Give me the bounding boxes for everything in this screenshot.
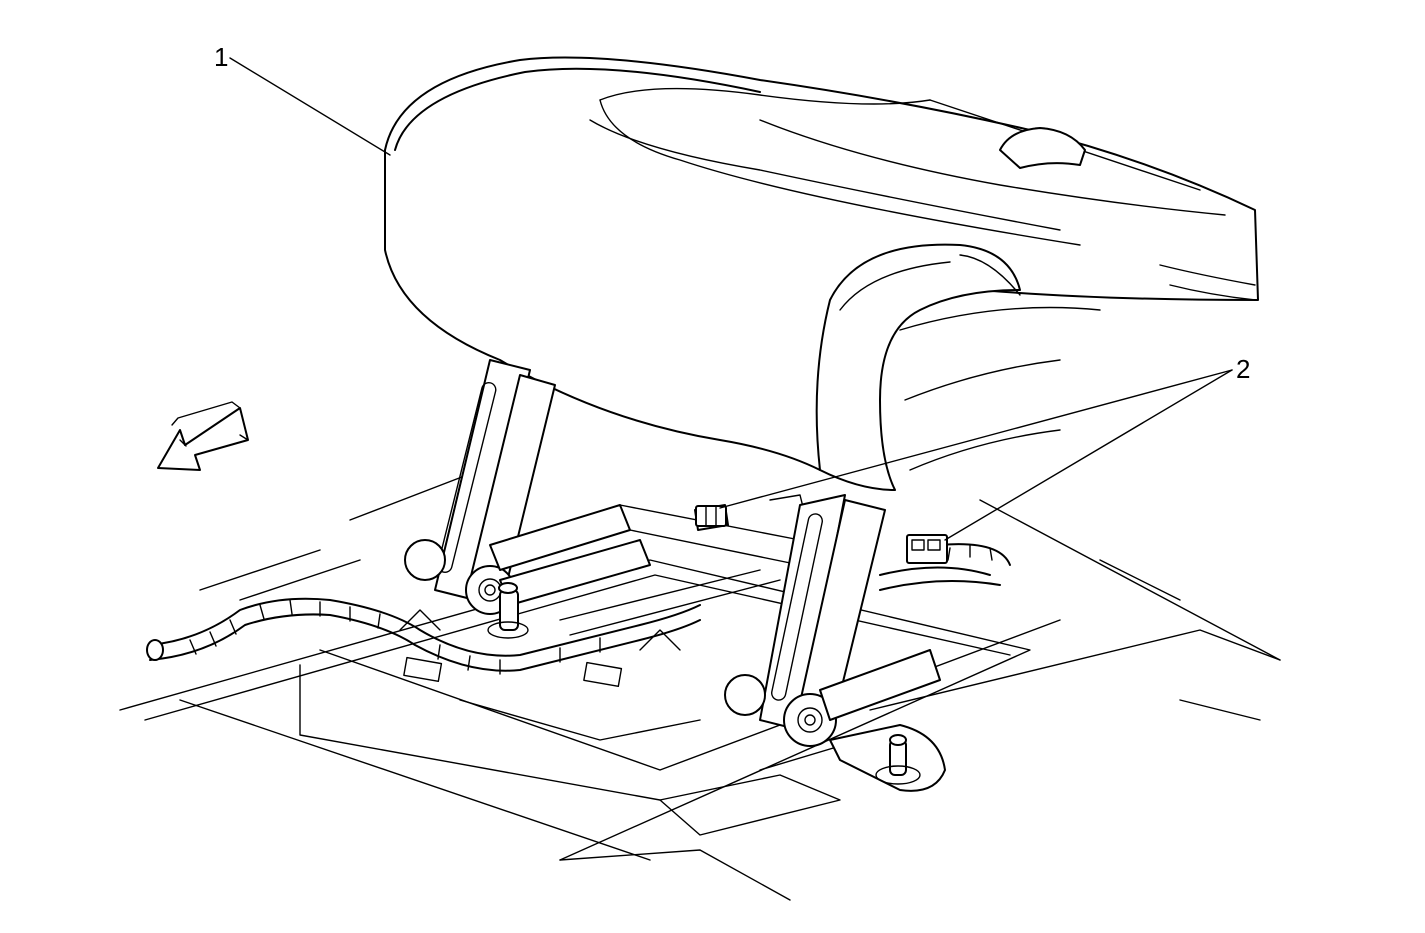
- seat-cushion: [384, 56, 1259, 491]
- callout-2: 2: [1236, 354, 1250, 384]
- connector-right: [906, 534, 948, 564]
- leader-line-1: [229, 57, 391, 156]
- leader-lines: [229, 57, 1233, 541]
- floor-pan: [119, 469, 1281, 901]
- right-lift-arm: [724, 494, 946, 792]
- leader-line-2a: [719, 369, 1233, 509]
- connector-center: [695, 505, 727, 527]
- electrical-connectors: [695, 505, 948, 564]
- wiring-harness: [146, 543, 1011, 675]
- seat-frame: [487, 494, 806, 639]
- leader-line-2b: [944, 369, 1233, 541]
- callout-1: 1: [214, 42, 228, 72]
- forward-arrow-icon: [157, 401, 249, 471]
- left-lift-arm: [404, 359, 556, 615]
